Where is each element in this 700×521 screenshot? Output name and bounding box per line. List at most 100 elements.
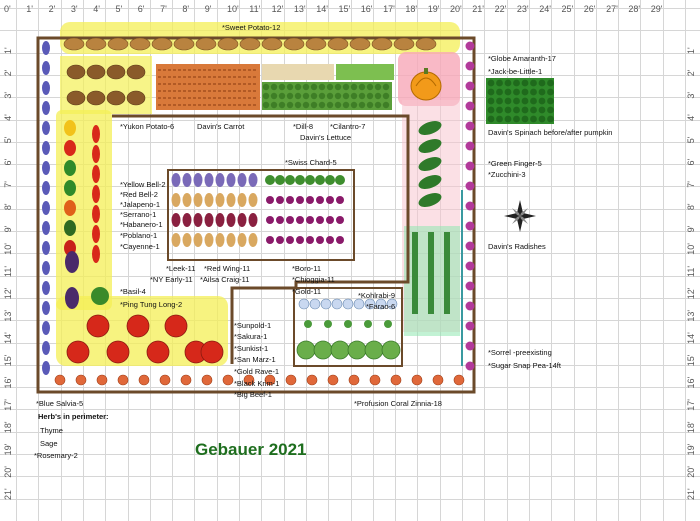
onion-icon (182, 193, 192, 207)
beet-icon (266, 216, 274, 224)
lettuce-icon (374, 101, 382, 109)
zinnia-icon (348, 374, 360, 386)
ruler-left-label: 14' (3, 332, 13, 344)
ruler-top-label: 10' (227, 4, 239, 14)
lettuce-icon (358, 83, 366, 91)
globe-amaranth-icon (465, 281, 475, 291)
kohlrabi-icon (331, 298, 343, 310)
onion-beet-bed-border (167, 169, 355, 261)
ruler-right-label: 1' (686, 47, 696, 54)
lettuce-icon (326, 101, 334, 109)
salvia-icon (42, 161, 50, 175)
ruler-right-label: 9' (686, 225, 696, 232)
lettuce-icon (262, 83, 270, 91)
compass-rose-icon (504, 200, 536, 232)
ruler-right-label: 4' (686, 114, 696, 121)
label-davins-spinach: Davin's Spinach before/after pumpkin (488, 128, 613, 137)
carrot-rows (158, 69, 258, 106)
salvia-icon (42, 201, 50, 215)
chard-icon (325, 175, 335, 185)
zinnia-icon (75, 374, 87, 386)
ruler-right-label: 19' (686, 443, 696, 455)
zucchini-icon (412, 232, 418, 314)
lettuce-icon (302, 92, 310, 100)
globe-amaranth-icon (465, 361, 475, 371)
zinnia-icon (453, 374, 465, 386)
beet-icon (336, 216, 344, 224)
ruler-top-label: 25' (562, 4, 574, 14)
onion-icon (171, 213, 181, 227)
spinach-icon (487, 79, 495, 87)
zinnia-icon (117, 374, 129, 386)
lettuce-icon (342, 92, 350, 100)
globe-amaranth-icon (465, 41, 475, 51)
ruler-top-label: 11' (249, 4, 260, 14)
onion-icon (171, 193, 181, 207)
onion-icon (248, 213, 258, 227)
label-ping-tung: *Ping Tung Long-2 (120, 300, 183, 309)
onion-icon (182, 233, 192, 247)
ruler-top-label: 22' (495, 4, 507, 14)
onion-icon (237, 233, 247, 247)
spinach-icon (530, 106, 537, 114)
label-cayenne: *Cayenne-1 (120, 242, 160, 251)
potato-icon (66, 64, 86, 80)
lettuce-icon (374, 83, 382, 91)
label-zucchini: *Zucchini-3 (488, 170, 526, 179)
label-gold-rave: *Gold Rave-1 (234, 367, 280, 376)
cilantro-bed (336, 64, 394, 80)
plan-title: Gebauer 2021 (195, 440, 307, 459)
lettuce-icon (262, 92, 270, 100)
beet-icon (306, 216, 314, 224)
pumpkin-icon (410, 68, 442, 101)
label-red-wing: *Red Wing-11 (204, 264, 251, 273)
ruler-top-label: 23' (517, 4, 529, 14)
onion-icon (193, 233, 203, 247)
kohlrabi-icon (309, 298, 321, 310)
herb-plants (304, 320, 392, 328)
cucumber-icon (418, 157, 442, 171)
beet-icon (276, 196, 284, 204)
label-davins-carrot: Davin's Carrot (197, 122, 245, 131)
lettuce-icon (310, 101, 318, 109)
ruler-top-label: 7' (160, 4, 167, 14)
lettuce-icon (310, 92, 318, 100)
ruler-left-label: 10' (3, 243, 13, 255)
onion-icon (193, 213, 203, 227)
chard-icon (305, 175, 315, 185)
lettuce-icon (270, 92, 278, 100)
spinach-icon (504, 88, 512, 96)
lettuce-icon (318, 83, 326, 91)
spinach-icon (530, 88, 537, 96)
spinach-icon (530, 79, 537, 87)
eggplant-icon (65, 287, 79, 309)
ruler-left-label: 9' (3, 225, 13, 232)
ruler-left-label: 21' (3, 488, 13, 500)
globe-amaranth-icon (465, 221, 475, 231)
ruler-left-label: 15' (3, 354, 13, 366)
label-jalapeno: *Jalapeno-1 (120, 200, 161, 209)
globe-amaranth-icon (465, 141, 475, 151)
kohlrabi-icon (364, 298, 376, 310)
outer-bed-border (36, 36, 476, 394)
lettuce-icon (350, 92, 358, 100)
pepper-icon (92, 185, 100, 203)
cucumber-icon (418, 175, 442, 189)
zinnia-icon (411, 374, 423, 386)
spinach-icon (547, 115, 554, 123)
onion-icon (248, 193, 258, 207)
spinach-icon (521, 79, 529, 87)
spinach-icon (487, 106, 495, 114)
onion-icon (237, 173, 247, 187)
globe-amaranth-icon (465, 261, 475, 271)
lettuce-icon (326, 83, 334, 91)
beet-icon (276, 236, 284, 244)
label-davins-lettuce: Davin's Lettuce (300, 133, 352, 142)
label-kohlrabi: *Kohlrabi-9 (358, 291, 396, 300)
cabbage-icon (381, 340, 401, 360)
cabbage-icon (330, 340, 350, 360)
beet-icon (326, 196, 334, 204)
spinach-plants (487, 79, 554, 123)
ruler-top-label: 3' (71, 4, 78, 14)
